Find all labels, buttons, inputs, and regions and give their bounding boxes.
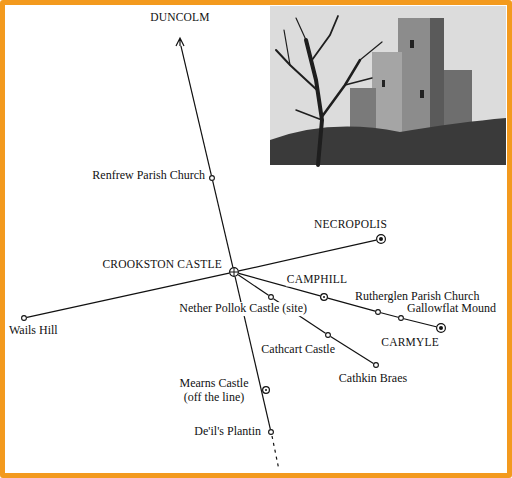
- place-label: CARMYLE: [380, 336, 440, 349]
- marker-symbol: [268, 294, 274, 300]
- place-marker: De'il's Plantin: [268, 429, 274, 435]
- place-marker: Wails Hill: [21, 315, 27, 321]
- place-label: Mearns Castle (off the line): [172, 377, 256, 405]
- place-label: CROOKSTON CASTLE: [101, 258, 223, 271]
- marker-symbol: [376, 234, 386, 244]
- place-label: CAMPHILL: [286, 273, 348, 286]
- marker-symbol: [209, 175, 215, 181]
- place-marker: Mearns Castle (off the line): [262, 386, 270, 394]
- place-label: NECROPOLIS: [313, 218, 388, 231]
- place-marker: Cathcart Castle: [325, 332, 331, 338]
- ley-line: [213, 181, 233, 267]
- ley-line: [181, 46, 211, 175]
- ley-line: [404, 319, 436, 327]
- marker-symbol: [229, 267, 239, 277]
- ley-line: [239, 240, 376, 271]
- ley-line: [331, 337, 374, 364]
- place-marker: Nether Pollok Castle (site): [268, 294, 274, 300]
- place-label: Wails Hill: [8, 324, 59, 338]
- place-marker: CROOKSTON CASTLE: [229, 267, 239, 277]
- marker-symbol: [325, 332, 331, 338]
- marker-symbol: [268, 429, 274, 435]
- marker-symbol: [373, 362, 379, 368]
- place-label: Renfrew Parish Church: [91, 169, 206, 183]
- place-label: Nether Pollok Castle (site): [178, 302, 308, 316]
- ley-line: [381, 313, 398, 317]
- place-marker: Gallowflat Mound: [398, 315, 404, 321]
- place-marker: NECROPOLIS: [376, 234, 386, 244]
- marker-symbol: [176, 38, 184, 46]
- marker-symbol: [320, 293, 328, 301]
- place-label: De'il's Plantin: [193, 425, 262, 439]
- place-label: DUNCOLM: [149, 11, 211, 24]
- dashed-continuation: [272, 436, 279, 470]
- place-marker: Renfrew Parish Church: [209, 175, 215, 181]
- marker-symbol: [262, 386, 270, 394]
- place-label: Cathcart Castle: [260, 343, 336, 357]
- place-marker: Rutherglen Parish Church: [375, 309, 381, 315]
- marker-symbol: [398, 315, 404, 321]
- place-label: Cathkin Braes: [338, 372, 408, 386]
- marker-symbol: [375, 309, 381, 315]
- place-marker: CARMYLE: [436, 323, 446, 333]
- place-marker: DUNCOLM: [176, 38, 184, 46]
- place-marker: CAMPHILL: [320, 293, 328, 301]
- marker-symbol: [436, 323, 446, 333]
- ley-line: [238, 275, 268, 296]
- marker-symbol: [21, 315, 27, 321]
- place-label: Gallowflat Mound: [406, 302, 497, 316]
- place-marker: Cathkin Braes: [373, 362, 379, 368]
